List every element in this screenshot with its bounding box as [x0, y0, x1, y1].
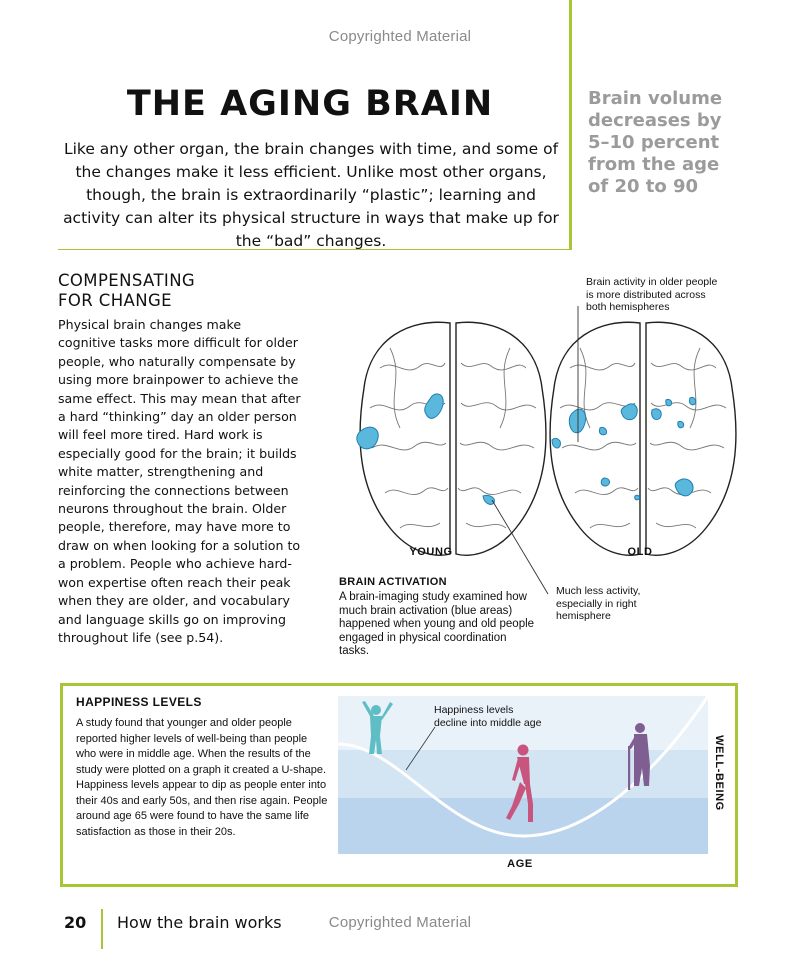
u-curve: [338, 696, 708, 838]
page-title: THE AGING BRAIN: [126, 84, 494, 124]
page-number: 20: [64, 913, 87, 932]
label-young: YOUNG: [409, 546, 453, 558]
old-person-figure: [628, 723, 650, 790]
happiness-annotation: Happiness levels decline into middle age: [434, 704, 542, 729]
u-shape-graph: [338, 696, 708, 854]
graph-ylabel: WELL-BEING: [713, 735, 725, 811]
footer-section-title: How the brain works: [117, 913, 282, 932]
header-rule: [58, 249, 570, 250]
section-heading-line2: FOR CHANGE: [58, 291, 172, 310]
caption-title: BRAIN ACTIVATION: [339, 576, 447, 588]
old-brain: [549, 321, 737, 556]
watermark-top: Copyrighted Material: [328, 28, 472, 45]
happiness-title: HAPPINESS LEVELS: [76, 695, 202, 709]
label-old: OLD: [627, 546, 653, 558]
section-heading: COMPENSATING FOR CHANGE: [58, 271, 298, 311]
sidebar-divider: [569, 0, 572, 250]
section-body: Physical brain changes make cognitive ta…: [58, 317, 301, 645]
young-brain: [356, 321, 547, 556]
watermark-bottom: Copyrighted Material: [328, 914, 472, 931]
intro-paragraph: Like any other organ, the brain changes …: [63, 140, 559, 250]
band-bottom: [338, 798, 708, 854]
section-heading-line1: COMPENSATING: [58, 271, 196, 290]
brain-note-top: Brain activity in older people is more d…: [586, 276, 718, 313]
brain-activation-figure: [356, 306, 737, 595]
caption-body: A brain-imaging study examined how much …: [339, 591, 535, 657]
walking-cane: [628, 746, 631, 790]
young-person-figure: [362, 701, 393, 754]
middle-age-person-figure: [506, 744, 533, 822]
happiness-body: A study found that younger and older peo…: [76, 717, 328, 838]
footer-divider: [101, 909, 103, 949]
sidebar-fact: Brain volume decreases by 5–10 percent f…: [588, 88, 723, 197]
graph-xlabel: AGE: [507, 858, 533, 870]
brain-note-bottom: Much less activity, especially in right …: [556, 585, 641, 622]
annotation-leader: [405, 726, 436, 771]
leader-bottom: [491, 499, 549, 595]
